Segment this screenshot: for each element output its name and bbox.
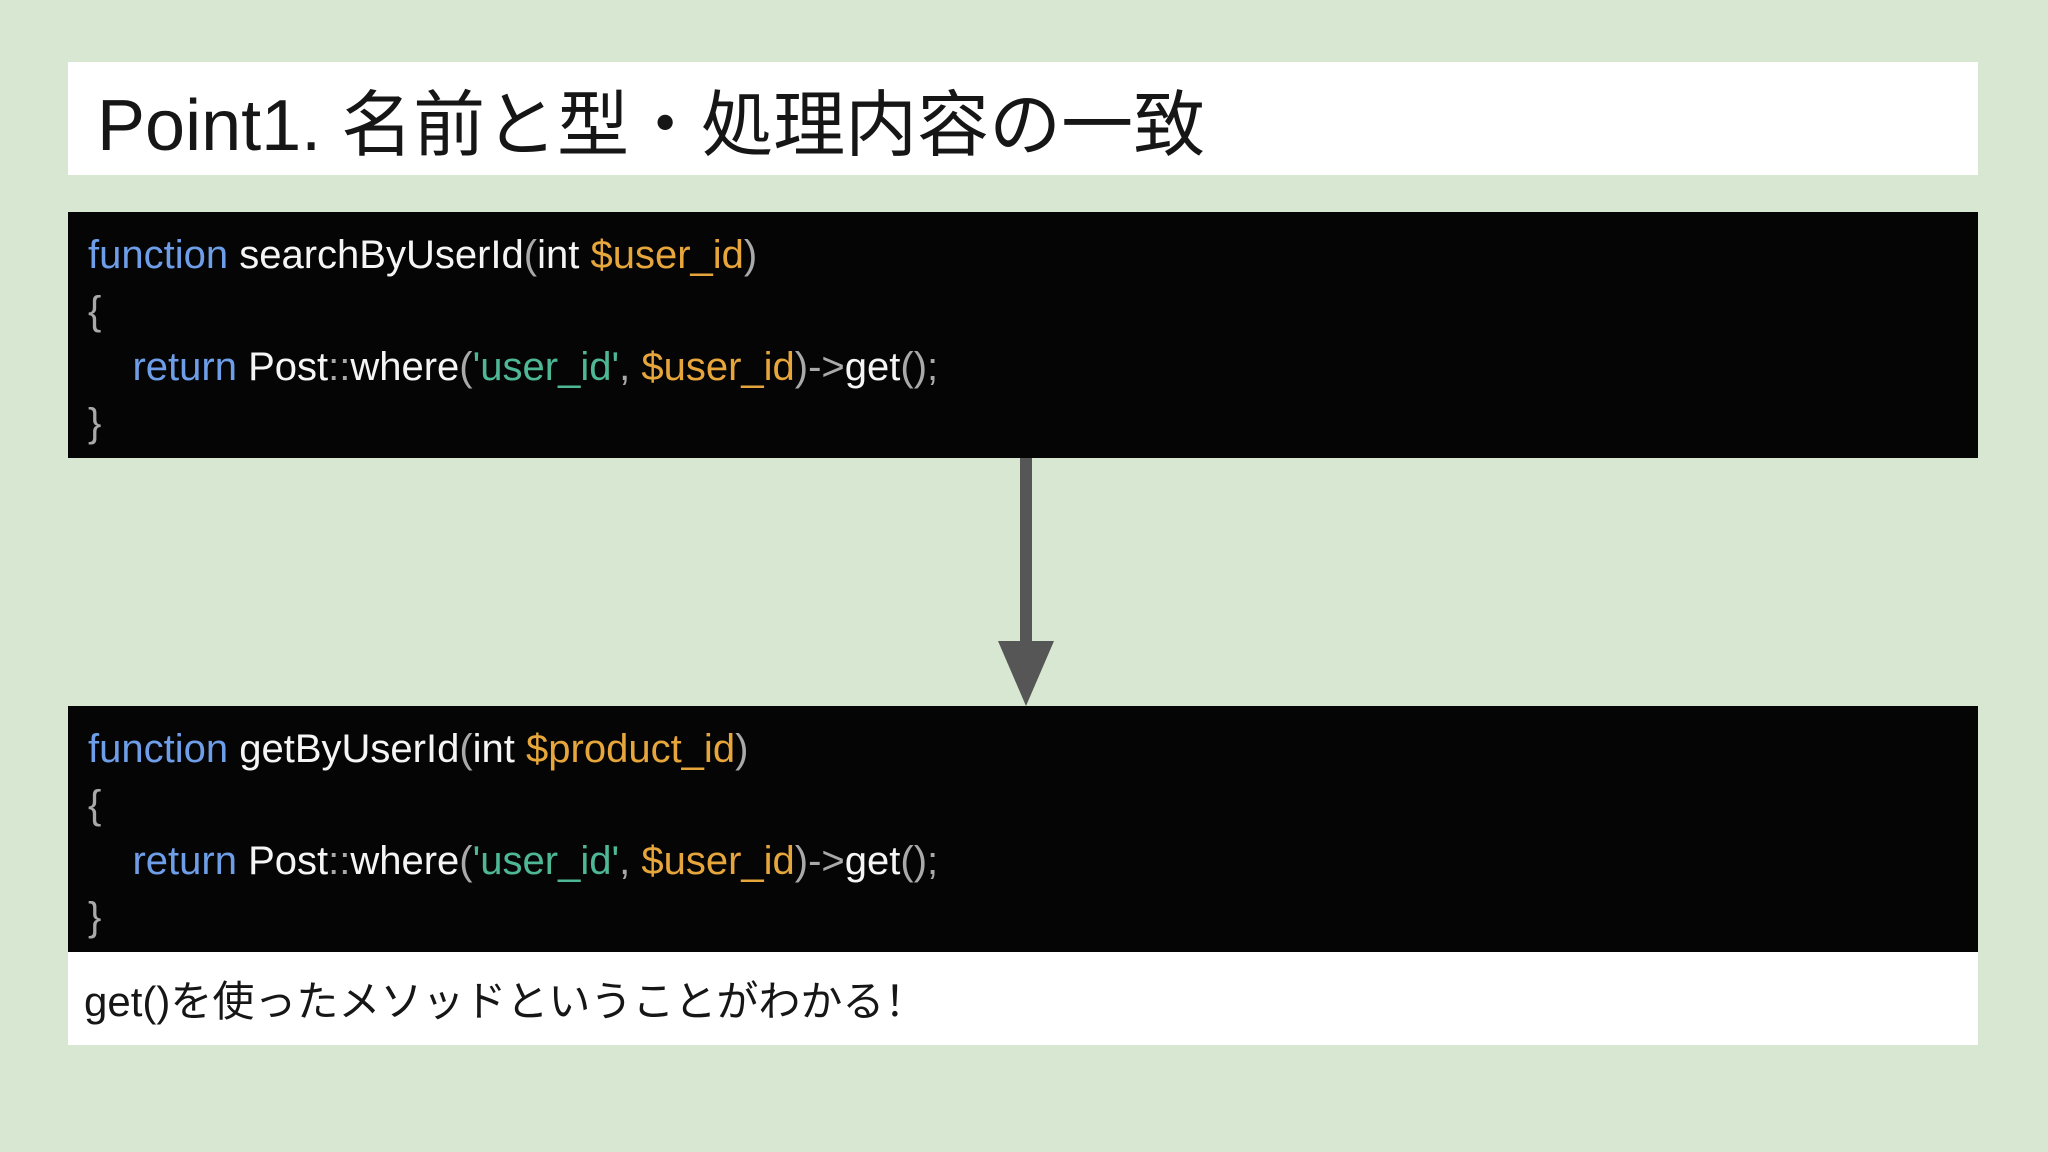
code-token-pl: get	[844, 345, 901, 389]
code-token-pu: {	[88, 783, 102, 827]
code-token-va: $product_id	[526, 727, 736, 771]
code-token-kw: return	[132, 345, 249, 389]
code-token-pl: where	[350, 345, 460, 389]
code-token-pu: }	[88, 895, 102, 939]
code-line: function getByUserId(int $product_id)	[88, 721, 1978, 777]
down-arrow-icon	[998, 458, 1054, 706]
code-token-pu: ();	[900, 345, 939, 389]
code-token-pu: ();	[900, 839, 939, 883]
code-token-pl: int	[537, 233, 591, 277]
code-token-pu: {	[88, 289, 102, 333]
code-token-pu: )->	[794, 345, 845, 389]
code-token-pu: ::	[328, 839, 351, 883]
code-token-st: 'user_id'	[472, 839, 620, 883]
code-token-pu: (	[459, 345, 473, 389]
code-line: }	[88, 395, 1978, 451]
code-token-pl	[88, 345, 132, 389]
code-token-kw: return	[132, 839, 249, 883]
code-line: {	[88, 777, 1978, 833]
code-token-pl: searchByUserId	[239, 233, 524, 277]
code-token-pu: (	[523, 233, 538, 277]
code-token-pl: int	[472, 727, 527, 771]
code-token-pl: where	[350, 839, 460, 883]
title-bar: Point1. 名前と型・処理内容の一致	[68, 62, 1978, 175]
code-token-pu: ,	[619, 839, 642, 883]
code-line: return Post::where('user_id', $user_id)-…	[88, 339, 1978, 395]
code-token-pu: (	[459, 727, 473, 771]
page-title: Point1. 名前と型・処理内容の一致	[97, 86, 1206, 166]
code-token-pl: Post	[248, 839, 329, 883]
code-token-pu: ,	[619, 345, 642, 389]
code-token-pu: (	[459, 839, 473, 883]
caption-text: get()を使ったメソッドということがわかる！	[84, 978, 927, 1025]
code-token-st: 'user_id'	[472, 345, 620, 389]
code-line: }	[88, 889, 1978, 945]
code-line: {	[88, 283, 1978, 339]
code-token-va: $user_id	[641, 839, 795, 883]
code-token-pu: )->	[794, 839, 845, 883]
code-token-pl: get	[844, 839, 901, 883]
code-token-pl	[88, 839, 132, 883]
code-block-get-by-user-id: function getByUserId(int $product_id){ r…	[68, 706, 1978, 952]
code-line: function searchByUserId(int $user_id)	[88, 227, 1978, 283]
code-token-pl: Post	[248, 345, 329, 389]
code-token-pl: getByUserId	[239, 727, 460, 771]
code-token-pu: }	[88, 401, 102, 445]
code-token-pu: )	[743, 233, 758, 277]
caption-bar: get()を使ったメソッドということがわかる！	[68, 952, 1978, 1045]
code-token-kw: function	[88, 727, 240, 771]
code-block-search-by-user-id: function searchByUserId(int $user_id){ r…	[68, 212, 1978, 458]
code-token-va: $user_id	[641, 345, 795, 389]
code-token-kw: function	[88, 233, 240, 277]
code-token-pu: ::	[328, 345, 351, 389]
code-token-pu: )	[735, 727, 749, 771]
code-line: return Post::where('user_id', $user_id)-…	[88, 833, 1978, 889]
code-token-va: $user_id	[590, 233, 744, 277]
